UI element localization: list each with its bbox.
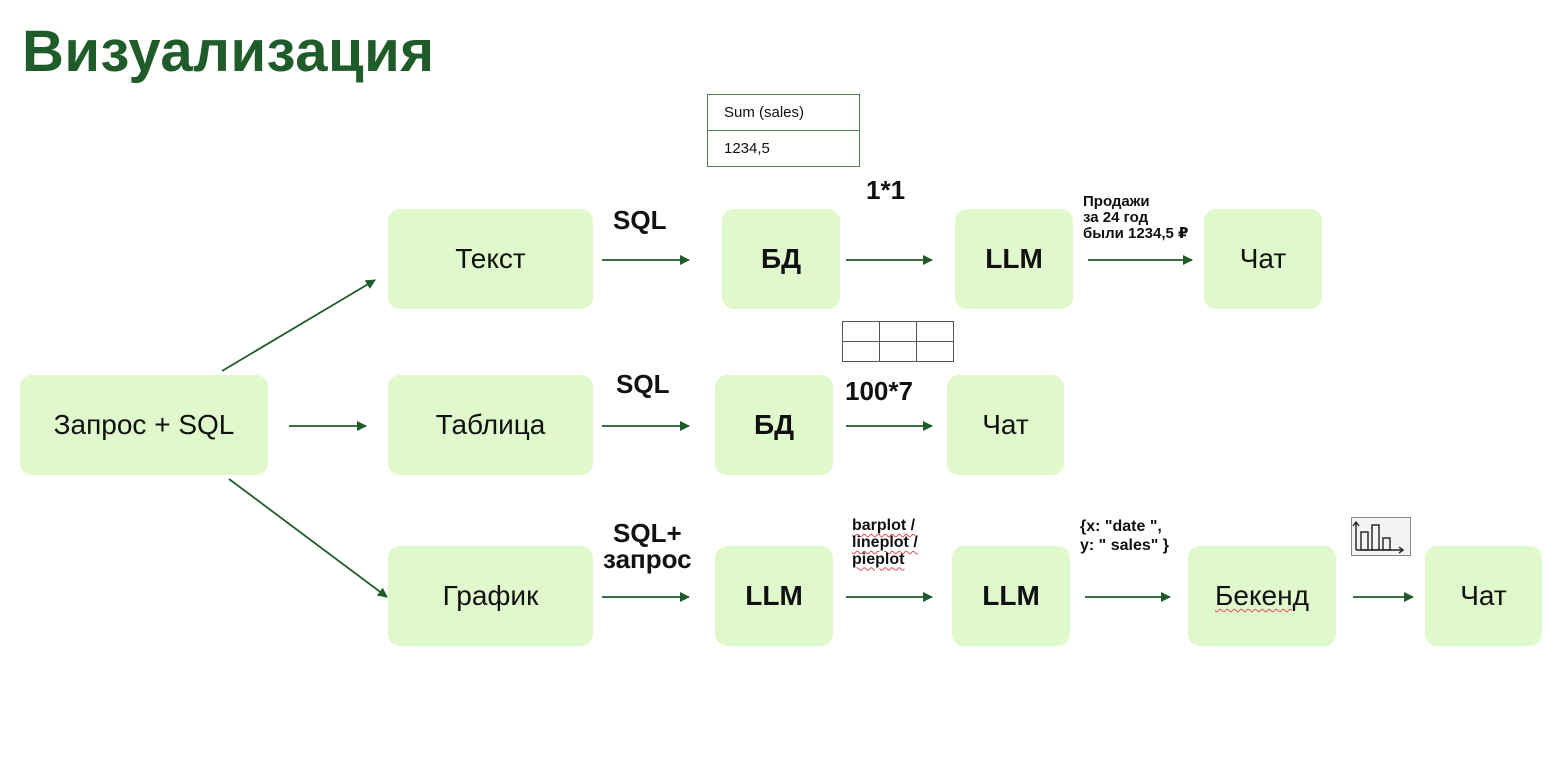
result-table: Sum (sales) 1234,5 [707,94,860,167]
answer-line: были 1234,5 ₽ [1083,224,1189,242]
node-text: Текст [388,209,593,309]
answer-line: Продажи [1083,193,1150,210]
node-label: Чат [1239,243,1287,274]
node-label: LLM [982,580,1040,611]
node-chart: График [388,546,593,646]
page-title: Визуализация [22,19,435,84]
node-chat-row2: Чат [947,375,1064,475]
answer-line: за 24 год [1083,208,1149,226]
node-db-row2: БД [715,375,833,475]
node-label: БД [760,243,802,274]
node-llm1-row3: LLM [715,546,833,646]
plot-type-line: barplot / [852,517,916,534]
node-chat-row3: Чат [1425,546,1542,646]
sql-query-line: SQL+ [613,518,682,548]
json-line: {x: "date ", [1080,518,1162,535]
plot-type-line: lineplot / [852,533,918,551]
edge-label-sql-row1: SQL [613,205,667,235]
node-label: Таблица [435,409,546,440]
edge-label-answer: Продажи за 24 год были 1234,5 ₽ [1083,194,1188,241]
json-line: y: " sales" } [1080,537,1169,555]
node-label: Бекенд [1215,580,1309,611]
edge-label-json: {x: "date ", y: " sales" } [1080,517,1169,555]
result-table-value: 1234,5 [707,130,860,167]
result-table-header: Sum (sales) [707,94,860,131]
node-chat-row1: Чат [1204,209,1322,309]
node-label: Текст [455,243,526,274]
node-db-row1: БД [722,209,840,309]
edge-label-dims-row1: 1*1 [866,175,906,205]
plot-type-line: pieplot [852,550,905,568]
edge-label-plot-types: barplot / lineplot / pieplot [852,517,918,568]
node-label: БД [753,409,795,440]
node-llm-row1: LLM [955,209,1073,309]
arrow-start-to-chart [228,478,388,598]
arrow-start-to-text [221,279,376,372]
bar-chart-icon [1351,517,1411,556]
node-label: LLM [985,243,1043,274]
grid-table-icon [842,321,954,362]
node-backend: Бекенд [1188,546,1336,646]
sql-query-line: запрос [603,544,692,574]
node-llm2-row3: LLM [952,546,1070,646]
edge-label-dims-row2: 100*7 [845,376,913,406]
node-query-sql: Запрос + SQL [20,375,268,475]
node-table: Таблица [388,375,593,475]
node-label: График [442,580,539,611]
edge-label-sql-query: SQL+ запрос [603,520,692,572]
node-label: Чат [1460,580,1507,611]
edge-label-sql-row2: SQL [616,369,670,399]
node-label: Запрос + SQL [53,409,235,440]
node-label: Чат [982,409,1029,440]
node-label: LLM [745,580,803,611]
